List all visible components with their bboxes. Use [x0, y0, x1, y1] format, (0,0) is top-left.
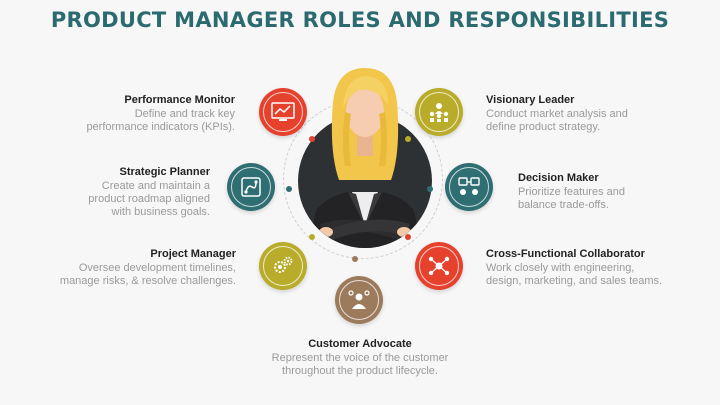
accent-dot — [309, 234, 315, 240]
role-title: Performance Monitor — [124, 94, 235, 106]
accent-dot — [405, 136, 411, 142]
decision-maker-badge — [445, 163, 493, 211]
role-title: Customer Advocate — [308, 338, 412, 350]
role-cross-functional-collaborator: Cross-Functional Collaborator Work close… — [486, 247, 696, 288]
role-title: Visionary Leader — [486, 94, 575, 106]
decision-icon — [458, 177, 480, 195]
role-decision-maker: Decision Maker Prioritize features and b… — [518, 171, 678, 212]
gears-icon — [274, 256, 293, 273]
role-visionary-leader: Visionary Leader Conduct market analysis… — [486, 93, 676, 134]
customer-icon — [348, 290, 370, 309]
role-title: Cross-Functional Collaborator — [486, 248, 645, 260]
role-description: Oversee development timelines, manage ri… — [59, 262, 236, 287]
role-title: Project Manager — [150, 248, 236, 260]
accent-dot — [286, 186, 292, 192]
accent-dot — [309, 136, 315, 142]
roadmap-icon — [241, 177, 261, 197]
role-description: Conduct market analysis and define produ… — [486, 108, 628, 133]
role-performance-monitor: Performance Monitor Define and track key… — [60, 93, 235, 134]
role-description: Create and maintain a product roadmap al… — [88, 180, 210, 218]
role-customer-advocate: Customer Advocate Represent the voice of… — [240, 337, 480, 378]
role-title: Decision Maker — [518, 172, 599, 184]
customer-advocate-badge — [335, 276, 383, 324]
woman-illustration — [308, 192, 422, 248]
team-leader-icon — [429, 103, 449, 122]
role-description: Work closely with engineering, design, m… — [486, 262, 663, 287]
role-description: Prioritize features and balance trade-of… — [518, 186, 625, 211]
performance-monitor-badge — [259, 88, 307, 136]
chart-report-icon — [271, 102, 295, 121]
strategic-planner-badge — [227, 163, 275, 211]
page-title: PRODUCT MANAGER ROLES AND RESPONSIBILITI… — [50, 8, 670, 32]
role-project-manager: Project Manager Oversee development time… — [40, 247, 236, 288]
network-icon — [428, 256, 450, 276]
accent-dot — [427, 186, 433, 192]
project-manager-badge — [259, 242, 307, 290]
role-title: Strategic Planner — [119, 166, 210, 178]
role-description: Define and track key performance indicat… — [86, 108, 235, 133]
role-description: Represent the voice of the customer thro… — [271, 352, 449, 377]
visionary-leader-badge — [415, 88, 463, 136]
accent-dot — [405, 234, 411, 240]
woman-head — [331, 68, 399, 180]
role-strategic-planner: Strategic Planner Create and maintain a … — [40, 165, 210, 219]
accent-dot — [352, 256, 358, 262]
cross-functional-badge — [415, 242, 463, 290]
